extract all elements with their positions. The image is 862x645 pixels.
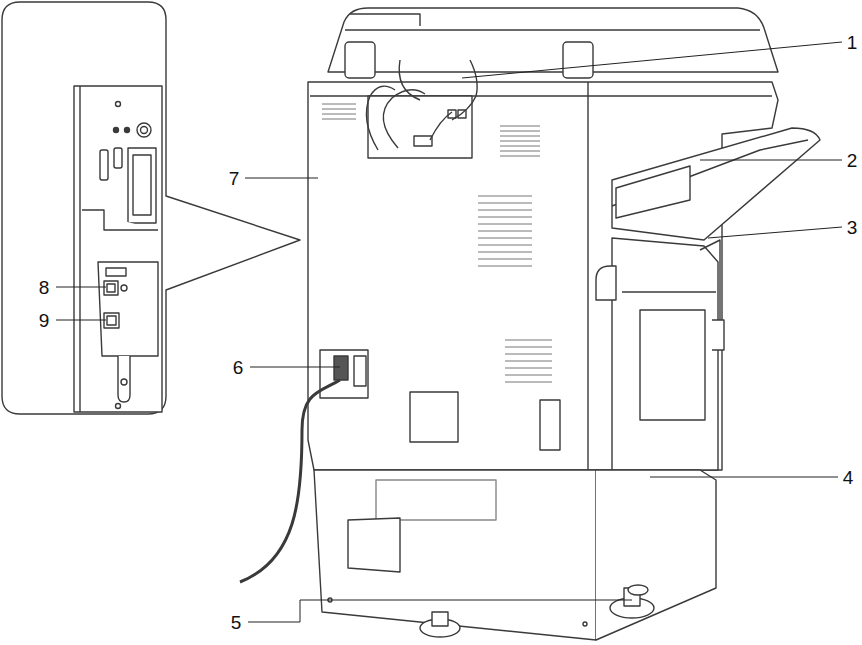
callout-number: 5 [231,613,242,632]
leader-line [56,320,106,321]
side-cover [700,240,720,320]
power-inlet [354,356,366,386]
controller-panel [118,356,130,402]
controller-panel [107,284,115,292]
paper-cabinet [583,622,587,626]
cable-panel [368,96,472,158]
vent-grille [500,126,540,156]
printer-body [588,95,772,96]
controller-panel [106,268,126,276]
paper-cabinet [596,470,716,640]
cable-panel [414,136,432,146]
output-tray [612,128,820,240]
leveler-foot [432,612,448,626]
leader-line [245,178,318,179]
power-inlet [540,400,560,450]
document-feeder [345,29,760,30]
leveler-foot [628,585,648,595]
controller-panel [79,86,80,412]
document-feeder [563,42,593,78]
document-feeder [328,8,778,72]
callout-number: 8 [39,278,50,297]
controller-panel [116,404,121,409]
leveler-foot [420,585,654,637]
side-cover [596,266,616,300]
cable-panel [383,90,425,148]
printer-body [308,82,778,470]
controller-panel [100,150,108,180]
controller-panel [141,127,148,134]
cable-panel [366,60,477,158]
controller-panel [98,262,158,356]
printer-body [308,82,778,470]
side-cover [640,310,705,420]
output-tray [612,128,820,240]
controller-panel [133,155,151,215]
leader-line [250,367,340,368]
controller-panel [104,281,118,295]
leader-line [650,477,838,478]
callout-number: 9 [39,311,50,330]
side-cover [712,320,724,350]
cable-panel [399,60,420,100]
controller-panel [128,148,156,223]
leader-line [462,42,842,78]
controller-panel [121,285,127,291]
power-inlet [334,356,348,380]
power-inlet [410,392,458,442]
callout-number: 3 [847,218,858,237]
leader-line [700,160,842,161]
callout-number: 4 [843,468,854,487]
cable-panel [452,60,477,120]
callout-number: 1 [847,33,858,52]
vent-grille [478,196,532,266]
leader-line [56,42,842,622]
document-feeder [328,8,778,78]
callout-number: 2 [847,151,858,170]
side-cover [622,291,716,292]
inset-frame [2,2,300,414]
leader-line [708,227,842,238]
cable-panel [366,86,395,150]
output-tray [616,166,690,218]
side-cover [596,238,724,470]
controller-panel [74,86,162,412]
callout-number: 7 [229,169,240,188]
printer-illustration [2,2,842,640]
controller-panel [107,316,116,325]
controller-panel [82,210,158,230]
power-inlet [320,350,368,398]
paper-cabinet [376,480,496,520]
cable-panel [430,112,452,140]
controller-panel [121,379,127,385]
leader-line [248,600,632,622]
callout-number: 6 [233,358,244,377]
paper-cabinet [314,470,716,640]
controller-panel [114,128,119,133]
controller-panel [125,128,130,133]
controller-panel [114,148,122,168]
printer-body [587,82,588,470]
controller-panel [74,86,162,412]
leader-line [56,287,106,288]
power-cord [240,380,340,582]
controller-panel [137,123,151,137]
document-feeder [350,14,420,26]
paper-cabinet [348,518,400,572]
controller-panel [116,102,121,107]
document-feeder [345,42,375,78]
paper-cabinet [314,470,596,640]
power-inlet [320,350,560,450]
vent-grille [505,340,552,382]
vent-grille [322,104,356,119]
power-cord [240,380,340,582]
side-cover [612,238,718,470]
inset-frame [2,2,300,414]
controller-panel [104,313,119,328]
